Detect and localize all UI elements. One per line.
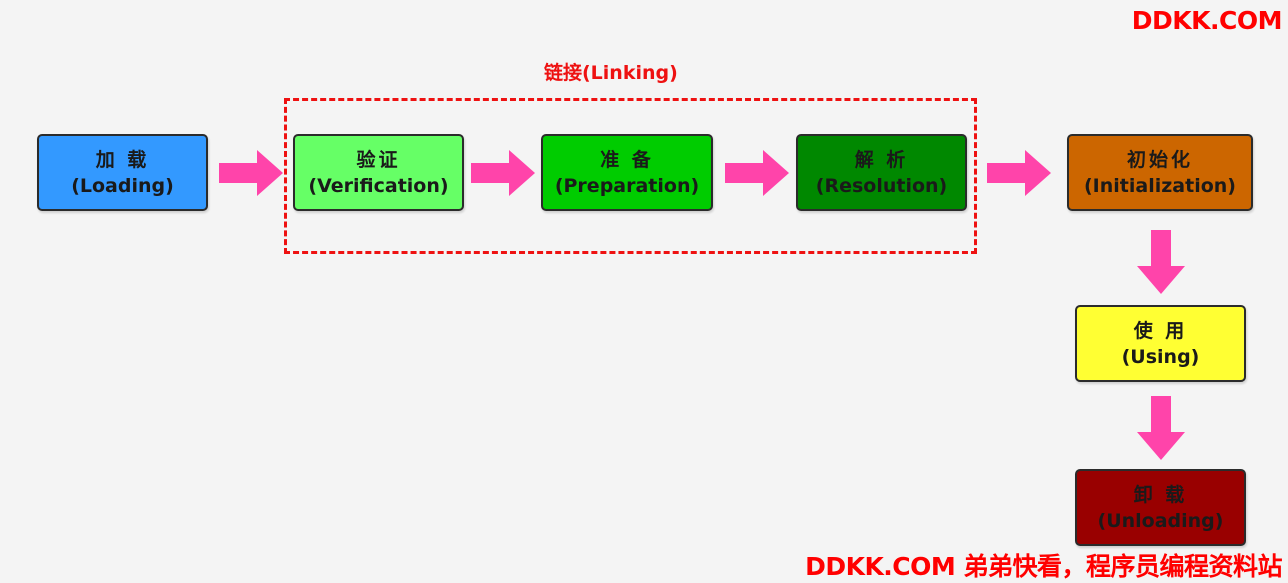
stage-using: 使 用 (Using) (1075, 305, 1246, 382)
stage-initialization: 初始化 (Initialization) (1067, 134, 1253, 211)
stage-resolution: 解 析 (Resolution) (796, 134, 967, 211)
stage-unloading: 卸 载 (Unloading) (1075, 469, 1246, 546)
arrow-verification-to-preparation (471, 150, 535, 196)
stage-unloading-en: (Unloading) (1097, 509, 1224, 532)
watermark-top: DDKK.COM (1131, 6, 1283, 35)
watermark-bottom: DDKK.COM 弟弟快看，程序员编程资料站 (805, 552, 1282, 581)
linking-group-label: 链接(Linking) (544, 62, 678, 84)
stage-verification-en: (Verification) (308, 174, 449, 197)
stage-using-en: (Using) (1121, 345, 1200, 368)
arrow-using-to-unloading (1137, 396, 1185, 460)
stage-unloading-cn: 卸 载 (1133, 483, 1188, 506)
stage-resolution-cn: 解 析 (854, 148, 909, 171)
stage-preparation-cn: 准 备 (600, 148, 654, 171)
stage-loading: 加 载 (Loading) (37, 134, 208, 211)
stage-preparation-en: (Preparation) (554, 174, 700, 197)
arrow-initialization-to-using (1137, 230, 1185, 294)
stage-loading-cn: 加 载 (95, 148, 150, 171)
arrow-resolution-to-initialization (987, 150, 1051, 196)
stage-verification: 验证 (Verification) (293, 134, 464, 211)
stage-loading-en: (Loading) (71, 174, 174, 197)
linking-group-box (284, 98, 977, 254)
stage-initialization-cn: 初始化 (1126, 148, 1193, 171)
arrow-loading-to-verification (219, 150, 283, 196)
stage-resolution-en: (Resolution) (815, 174, 948, 197)
stage-initialization-en: (Initialization) (1084, 174, 1236, 197)
stage-verification-cn: 验证 (356, 148, 401, 171)
stage-using-cn: 使 用 (1133, 319, 1188, 342)
arrow-preparation-to-resolution (725, 150, 789, 196)
stage-preparation: 准 备 (Preparation) (541, 134, 713, 211)
